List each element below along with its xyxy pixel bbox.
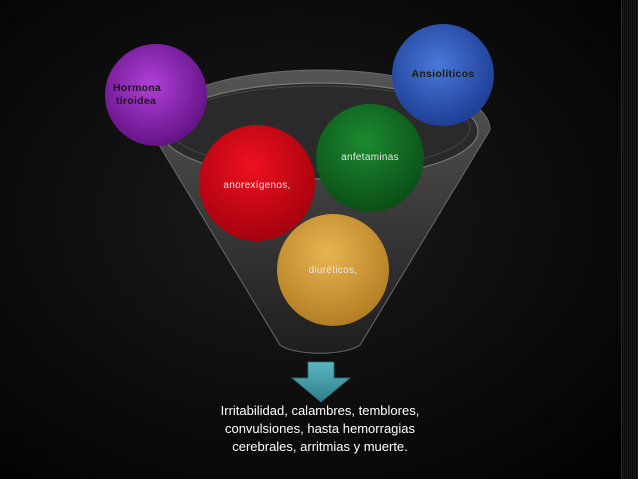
result-line-2: convulsiones, hasta hemorragias [224,421,416,436]
hormona-line-2: tiroidea [115,95,157,107]
hormona-tiroidea-label: Hormona tiroidea [113,82,162,108]
diureticos-circle [277,214,389,326]
diureticos-label: diuréticos, [308,265,358,276]
anfetaminas-label: anfetaminas [341,152,399,163]
anorexigenos-circle [199,125,315,241]
ansioliticos-circle [392,24,494,126]
result-line-3: cerebrales, arritmias y muerte. [232,439,408,454]
hormona-tiroidea-circle [105,44,207,146]
anorexigenos-label: anorexígenos, [223,180,291,191]
result-line-1: Irritabilidad, calambres, temblores, [220,403,420,418]
ansioliticos-label: Ansiolíticos [411,68,475,80]
decorative-side-border [621,0,638,479]
down-arrow-icon [290,361,352,403]
anfetaminas-circle [316,104,424,212]
hormona-line-1: Hormona [113,82,162,94]
result-text: Irritabilidad, calambres, temblores, con… [190,402,450,456]
